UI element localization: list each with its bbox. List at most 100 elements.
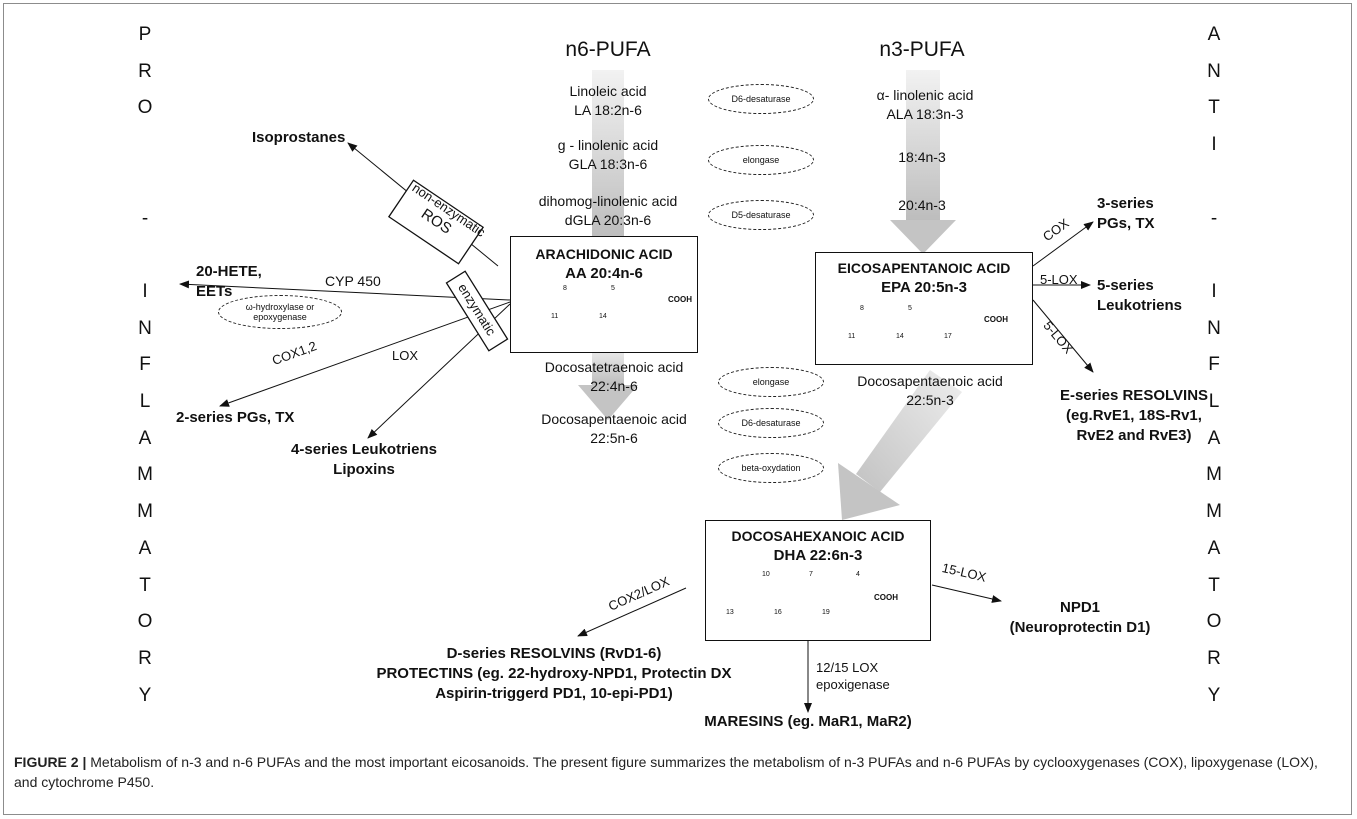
epa-num-5: 5 <box>908 305 912 312</box>
pro-col-letter: R <box>138 647 152 669</box>
dseries-product: D-series RESOLVINS (RvD1-6) PROTECTINS (… <box>376 644 731 704</box>
anti-col-letter: A <box>1207 427 1221 449</box>
arrow-npd1 <box>931 584 1002 603</box>
figure-frame <box>3 3 1352 815</box>
dseries-line3: Aspirin-triggerd PD1, 10-epi-PD1) <box>435 685 673 702</box>
figure-caption: FIGURE 2 | Metabolism of n-3 and n-6 PUF… <box>14 752 1339 792</box>
dha-cooh: COOH <box>874 593 898 602</box>
n3-ala: α- linolenic acid ALA 18:3n-3 <box>877 86 974 124</box>
dseries-line2: PROTECTINS (eg. 22-hydroxy-NPD1, Protect… <box>376 665 732 682</box>
eicosapentanoic-acid-box: EICOSAPENTANOIC ACID EPA 20:5n-3 COOH 8 … <box>815 252 1033 365</box>
anti-col-letter: I <box>1211 134 1217 156</box>
n6-gla: g - linolenic acid GLA 18:3n-6 <box>558 136 658 174</box>
anti-col-letter: T <box>1208 97 1220 119</box>
hete-line1: 20-HETE, <box>196 263 262 280</box>
dha-num-13: 13 <box>726 609 734 616</box>
docosapentaenoic-n3-name: Docosapentaenoic acid <box>857 373 1003 389</box>
gla-name: g - linolenic acid <box>557 137 659 153</box>
aa-title: ARACHIDONIC ACID <box>535 246 673 262</box>
pro-col-letter: M <box>137 501 153 523</box>
epa-cooh: COOH <box>984 315 1008 324</box>
anti-col-letter: O <box>1206 611 1222 633</box>
n3-docosapentaenoic: Docosapentaenoic acid 22:5n-3 <box>857 372 1003 410</box>
anti-col-letter: I <box>1211 280 1217 302</box>
d6-desaturase-oval: D6-desaturase <box>708 84 814 114</box>
dha-num-16: 16 <box>774 609 782 616</box>
anti-col-letter: M <box>1206 501 1222 523</box>
eseries-line3: RvE2 and RvE3) <box>1076 427 1192 444</box>
anti-col-letter: - <box>1210 207 1218 229</box>
n6-docosapentaenoic: Docosapentaenoic acid 22:5n-6 <box>541 410 687 448</box>
arachidonic-acid-box: ARACHIDONIC ACID AA 20:4n-6 COOH 8 5 11 … <box>510 236 698 353</box>
anti-col-letter: A <box>1207 537 1221 559</box>
ala-formula: ALA 18:3n-3 <box>886 106 964 122</box>
pgs3-line2: PGs, TX <box>1097 215 1155 232</box>
anti-col-letter: Y <box>1207 684 1221 706</box>
pgs2-product: 2-series PGs, TX <box>176 409 295 426</box>
d6-desaturase-oval-bottom: D6-desaturase <box>718 408 824 438</box>
anti-col-letter: R <box>1207 647 1221 669</box>
lt4-line1: 4-series Leukotriens <box>291 441 437 458</box>
aa-num-14: 14 <box>599 313 607 320</box>
5lox-label-a: 5-LOX <box>1040 272 1078 287</box>
anti-col-letter: N <box>1207 60 1221 82</box>
elongase-oval-bottom: elongase <box>718 367 824 397</box>
dseries-line1: D-series RESOLVINS (RvD1-6) <box>446 645 662 662</box>
n6-pufa-header: n6-PUFA <box>565 38 651 61</box>
epoxigenase-label: epoxigenase <box>816 677 890 692</box>
n3-pufa-header: n3-PUFA <box>879 38 965 61</box>
pro-col-letter: O <box>137 611 153 633</box>
omega-hydroxylase-oval: ω-hydroxylase or epoxygenase <box>218 295 342 329</box>
aa-num-5: 5 <box>611 285 615 292</box>
epa-num-14: 14 <box>896 333 904 340</box>
ala-name: α- linolenic acid <box>876 87 974 103</box>
dha-sub: DHA 22:6n-3 <box>773 547 863 564</box>
dha-title: DOCOSAHEXANOIC ACID <box>731 528 905 544</box>
beta-oxydation-oval: beta-oxydation <box>718 453 824 483</box>
pro-col-letter: Y <box>138 684 152 706</box>
anti-col-letter: N <box>1207 317 1221 339</box>
linoleic-name: Linoleic acid <box>569 83 647 99</box>
anti-col-letter: T <box>1208 574 1220 596</box>
dgla-name: dihomog-linolenic acid <box>538 193 678 209</box>
n6-linoleic: Linoleic acid LA 18:2n-6 <box>569 82 646 120</box>
pro-col-letter: T <box>139 574 151 596</box>
docosapentaenoic-n6-formula: 22:5n-6 <box>590 430 638 446</box>
pro-col-letter: - <box>141 207 149 229</box>
anti-col-letter: A <box>1207 24 1221 45</box>
pro-col-letter: A <box>138 537 152 559</box>
aa-sub: AA 20:4n-6 <box>565 265 643 282</box>
caption-text: Metabolism of n-3 and n-6 PUFAs and the … <box>14 754 1318 790</box>
docosatetraenoic-formula: 22:4n-6 <box>590 378 638 394</box>
cyp450-label: CYP 450 <box>325 273 381 289</box>
npd1-line1: NPD1 <box>1059 599 1100 616</box>
pro-col-letter: F <box>139 354 151 376</box>
aa-num-11: 11 <box>551 313 559 320</box>
caption-label: FIGURE 2 | <box>14 754 87 770</box>
docosapentaenoic-n3-formula: 22:5n-3 <box>906 392 954 408</box>
lt5-product: 5-series Leukotriens <box>1097 276 1182 316</box>
epa-num-11: 11 <box>848 333 856 340</box>
pro-col-letter: P <box>138 24 152 45</box>
enzymatic-box <box>445 270 509 352</box>
epa-title: EICOSAPENTANOIC ACID <box>837 260 1011 276</box>
pro-col-letter: O <box>137 97 153 119</box>
dha-num-10: 10 <box>762 571 770 578</box>
eseries-product: E-series RESOLVINS (eg.RvE1, 18S-Rv1, Rv… <box>1060 386 1208 446</box>
lt5-line1: 5-series <box>1097 277 1154 294</box>
hete-product: 20-HETE, EETs <box>196 262 262 302</box>
lt5-line2: Leukotriens <box>1097 297 1183 314</box>
n3-diagonal-arrow <box>838 370 962 520</box>
n6-big-arrow <box>592 70 624 238</box>
eseries-line2: (eg.RvE1, 18S-Rv1, <box>1066 407 1202 424</box>
linoleic-formula: LA 18:2n-6 <box>574 102 642 118</box>
lox-label: LOX <box>392 348 419 363</box>
isoprostanes-product: Isoprostanes <box>252 129 346 146</box>
npd1-product: NPD1 (Neuroprotectin D1) <box>1010 598 1151 638</box>
anti-col-letter: F <box>1208 354 1220 376</box>
dgla-formula: dGLA 20:3n-6 <box>564 212 652 228</box>
epa-num-17: 17 <box>944 333 952 340</box>
npd1-line2: (Neuroprotectin D1) <box>1009 619 1151 636</box>
hete-line2: EETs <box>196 283 233 300</box>
pro-col-letter: L <box>139 391 151 412</box>
